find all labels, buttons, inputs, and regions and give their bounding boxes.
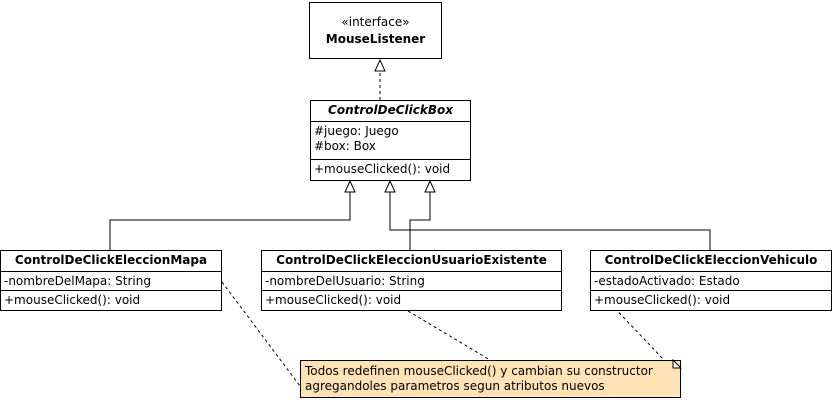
attributes-section: -nombreDelMapa: String (1, 272, 221, 291)
attribute-nombredelusuario: -nombreDelUsuario: String (265, 274, 425, 288)
attribute-box: #box: Box (314, 139, 376, 153)
inheritance-arrowhead-vehiculo (384, 179, 396, 193)
note-anchor-usuario (407, 310, 491, 361)
attribute-estadoactivado: -estadoActivado: Estado (594, 274, 740, 288)
class-name: ControlDeClickEleccionVehiculo (604, 253, 818, 267)
interface-mouselistener[interactable]: «interface» MouseListener (309, 2, 442, 59)
class-controldeclickeleccionusuarioexistente[interactable]: ControlDeClickEleccionUsuarioExistente -… (261, 250, 562, 311)
class-title: ControlDeClickEleccionVehiculo (591, 251, 831, 272)
note-anchor-mapa (221, 281, 301, 387)
methods-section: +mouseClicked(): void (262, 291, 561, 309)
attributes-section: -estadoActivado: Estado (591, 272, 831, 291)
attributes-section: -nombreDelUsuario: String (262, 272, 561, 291)
realization-arrowhead (374, 58, 386, 72)
uml-note[interactable]: Todos redefinen mouseClicked() y cambian… (300, 360, 681, 398)
inheritance-arrowhead-usuario (424, 179, 436, 193)
methods-section: +mouseClicked(): void (311, 160, 470, 179)
class-title: ControlDeClickEleccionMapa (1, 251, 221, 272)
interface-stereotype: «interface» (341, 15, 410, 29)
note-line-2: agregandoles parametros segun atributos … (305, 379, 605, 393)
class-title: ControlDeClickEleccionUsuarioExistente (262, 251, 561, 272)
methods-section: +mouseClicked(): void (1, 291, 221, 309)
class-controldeclickeleccionvehiculo[interactable]: ControlDeClickEleccionVehiculo -estadoAc… (590, 250, 832, 311)
attributes-section: #juego: Juego #box: Box (311, 122, 470, 160)
method-mouseclicked: +mouseClicked(): void (314, 162, 451, 176)
inheritance-line-mapa (109, 192, 351, 250)
class-name: ControlDeClickEleccionMapa (14, 253, 208, 267)
method-mouseclicked: +mouseClicked(): void (594, 293, 731, 307)
interface-name: MouseListener (325, 32, 426, 46)
inheritance-line-usuario (409, 192, 431, 250)
class-controldeclickbox[interactable]: ControlDeClickBox #juego: Juego #box: Bo… (310, 100, 471, 181)
class-controldeclickeleccionmapa[interactable]: ControlDeClickEleccionMapa -nombreDelMap… (0, 250, 222, 311)
class-name: ControlDeClickEleccionUsuarioExistente (276, 253, 547, 267)
inheritance-line-vehiculo (389, 192, 711, 250)
attribute-juego: #juego: Juego (314, 124, 399, 138)
note-line-1: Todos redefinen mouseClicked() y cambian… (305, 364, 653, 378)
class-name: ControlDeClickBox (328, 103, 453, 117)
methods-section: +mouseClicked(): void (591, 291, 831, 309)
inheritance-arrowhead-mapa (344, 179, 356, 193)
class-title: ControlDeClickBox (311, 101, 470, 122)
method-mouseclicked: +mouseClicked(): void (4, 293, 141, 307)
method-mouseclicked: +mouseClicked(): void (265, 293, 402, 307)
attribute-nombredelmapa: -nombreDelMapa: String (4, 274, 151, 288)
